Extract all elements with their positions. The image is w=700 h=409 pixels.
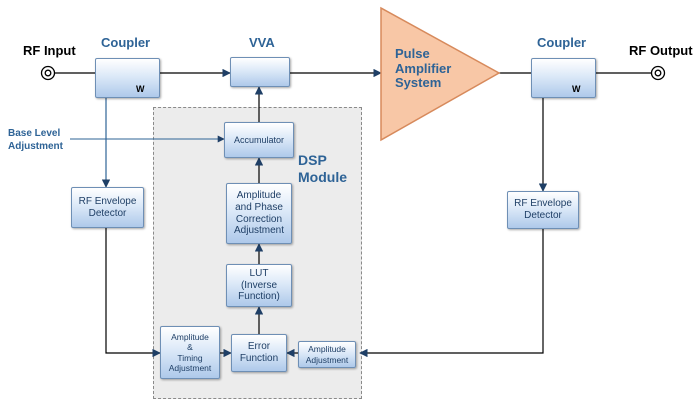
amp-adj-line-2: Adjustment xyxy=(305,354,349,365)
pulse-amplifier-triangle xyxy=(380,6,501,142)
rf-input-port-icon xyxy=(40,65,56,81)
base-level-adjustment-label: Base Level Adjustment xyxy=(8,128,63,152)
amp-adj-block: Amplitude Adjustment xyxy=(298,341,356,368)
amp-phase-line-1: Amplitude xyxy=(236,189,282,201)
accumulator-label: Accumulator xyxy=(233,134,285,145)
amp-timing-block: Amplitude & Timing Adjustment xyxy=(160,326,220,379)
amp-timing-line-4: Adjustment xyxy=(168,362,212,373)
error-function-block: Error Function xyxy=(231,334,287,372)
amp-timing-line-1: Amplitude xyxy=(171,332,209,343)
lut-line-1: LUT xyxy=(249,267,269,279)
env-left-line-1: RF Envelope xyxy=(78,195,137,207)
lut-line-2: (Inverse xyxy=(240,279,278,291)
amp-phase-block: Amplitude and Phase Correction Adjustmen… xyxy=(226,183,292,244)
rf-output-port-icon xyxy=(650,65,666,81)
env-right-line-2: Detector xyxy=(524,210,562,221)
coupler-right-block xyxy=(531,58,596,98)
error-line-2: Function xyxy=(239,353,279,364)
coupler-left-w-mark: W xyxy=(136,84,145,94)
env-detector-right-block: RF Envelope Detector xyxy=(507,191,579,229)
lut-block: LUT (Inverse Function) xyxy=(226,264,292,307)
rf-input-label: RF Input xyxy=(23,43,76,58)
wire-env-right-to-amp-adj xyxy=(359,229,544,358)
amp-phase-line-4: Adjustment xyxy=(233,225,285,237)
coupler-right-w-mark: W xyxy=(572,84,581,94)
amp-timing-line-3: Timing xyxy=(177,352,203,363)
env-detector-left-block: RF Envelope Detector xyxy=(71,187,144,228)
pulse-amplifier-label: Pulse Amplifier System xyxy=(395,46,452,91)
coupler-left-header: Coupler xyxy=(101,35,151,50)
amp-phase-line-3: Correction xyxy=(235,213,283,225)
coupler-left-block xyxy=(95,58,160,98)
wire-env-left-to-amp-timing xyxy=(105,228,161,358)
amp-phase-line-2: and Phase xyxy=(235,201,283,213)
lut-line-3: Function) xyxy=(238,291,280,303)
vva-block xyxy=(230,57,290,87)
env-left-line-2: Detector xyxy=(88,207,127,219)
amp-adj-line-1: Amplitude xyxy=(308,344,346,355)
coupler-right-header: Coupler xyxy=(537,35,587,50)
amp-timing-line-2: & xyxy=(187,342,193,353)
dsp-module-label: DSP Module xyxy=(298,152,347,185)
accumulator-block: Accumulator xyxy=(224,122,294,158)
vva-header: VVA xyxy=(249,35,275,50)
error-line-1: Error xyxy=(247,341,271,353)
env-right-line-1: RF Envelope xyxy=(514,198,572,210)
rf-output-label: RF Output xyxy=(629,43,693,58)
